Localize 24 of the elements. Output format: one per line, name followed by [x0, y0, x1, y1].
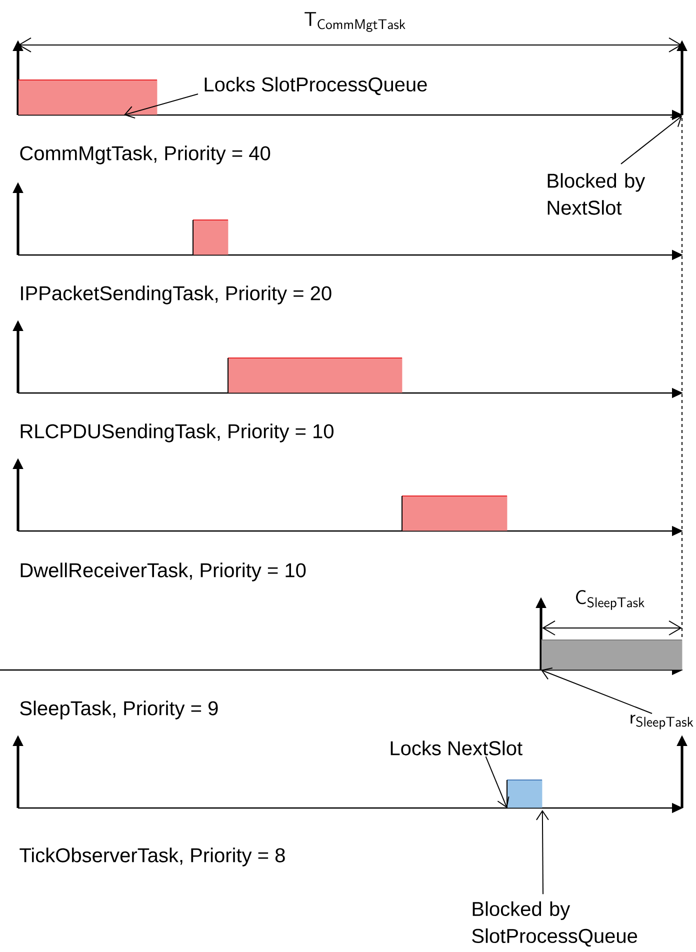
callout-text: Locks NextSlot [390, 740, 522, 756]
execution-block [192, 220, 228, 256]
leader-line [124, 93, 198, 119]
dimension-label: $\mathsf{T}_{\mathsf{CommMgtTask}}$ [304, 12, 406, 32]
execution-block [506, 780, 542, 808]
leader-line [541, 668, 652, 714]
task-label: SleepTask, Priority = 9 [20, 700, 218, 720]
task-label: CommMgtTask, Priority = 40 [20, 146, 270, 164]
callout-text: Locks SlotProcessQueue [204, 76, 427, 96]
callout-text: Blocked by NextSlot [548, 173, 646, 215]
task-label: TickObserverTask, Priority = 8 [20, 848, 285, 866]
execution-block [18, 80, 158, 116]
leader-line [620, 116, 682, 164]
execution-block [228, 358, 402, 394]
task-label: IPPacketSendingTask, Priority = 20 [21, 286, 332, 304]
leader-line [536, 810, 549, 895]
dimension-label: $\mathsf{C}_{\mathsf{SleepTask}}$ [576, 590, 644, 610]
callout-text: $\mathsf{r}_{\mathsf{SleepTask}}$ [630, 714, 694, 730]
task-label: DwellReceiverTask, Priority = 10 [20, 562, 306, 582]
callout-text: Blocked by SlotProcessQueue [472, 901, 638, 947]
execution-block [402, 496, 508, 532]
execution-block [540, 640, 682, 670]
task-label: RLCPDUSendingTask, Priority = 10 [20, 424, 334, 442]
leader-line [485, 756, 510, 808]
